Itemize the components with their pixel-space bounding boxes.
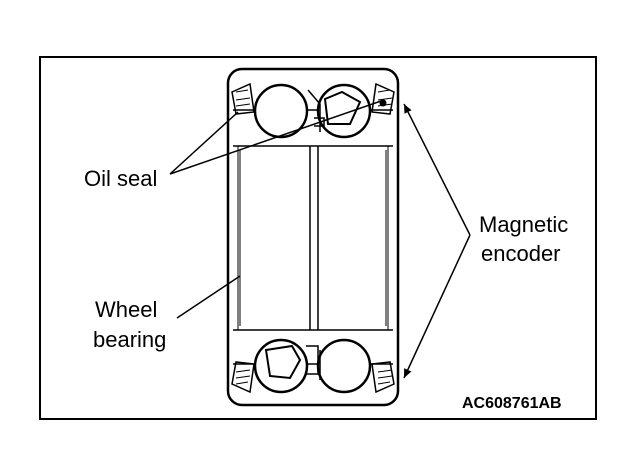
oil-seal-leader-left	[169, 111, 239, 175]
lower-bearing-section	[231, 338, 395, 394]
bearing-body	[226, 67, 400, 407]
wheel-bearing-label-line1: Wheel	[95, 297, 158, 322]
wheel-bearing-leader	[176, 275, 241, 319]
magnetic-encoder-label-line2: encoder	[481, 241, 561, 266]
oil-seal-label: Oil seal	[84, 166, 158, 191]
figure-code: AC608761AB	[462, 395, 562, 412]
oil-seal-leader-right	[169, 99, 385, 175]
figure-frame	[39, 56, 597, 420]
magnetic-encoder-label-line1: Magnetic	[479, 212, 569, 237]
magnetic-encoder-arrow-bottom	[403, 234, 471, 379]
magnetic-encoder-arrow-top	[403, 103, 471, 236]
wheel-bearing-label-line2: bearing	[93, 327, 167, 352]
upper-bearing-section	[231, 82, 395, 139]
